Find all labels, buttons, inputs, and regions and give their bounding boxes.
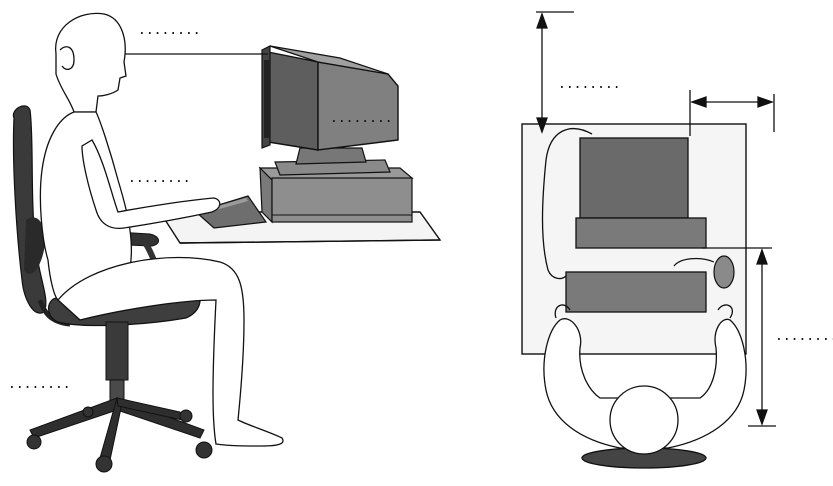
top-view <box>521 11 776 469</box>
keyboard-top-view <box>565 271 707 313</box>
dimension-top-horizontal <box>689 90 775 136</box>
dimension-right-vertical <box>702 247 776 427</box>
cable <box>541 128 593 280</box>
dimension-top-vertical <box>536 11 574 134</box>
reach-distance-label: ........ <box>775 329 833 344</box>
forearm-label: ........ <box>128 171 191 186</box>
seated-person <box>39 12 284 447</box>
monitor-side <box>261 45 399 151</box>
computer-case-side <box>258 166 414 224</box>
seat-label: ........ <box>8 377 71 392</box>
eye-level-label: ........ <box>138 23 201 38</box>
monitor-top-view <box>575 137 707 249</box>
top-distance-label: ........ <box>558 77 621 92</box>
monitor-stand-side <box>274 147 391 176</box>
monitor-label: ........ <box>330 111 393 126</box>
keyboard-side <box>194 195 268 229</box>
side-view <box>12 12 442 473</box>
person-top-view <box>543 304 747 469</box>
mouse-top-view <box>673 255 735 289</box>
